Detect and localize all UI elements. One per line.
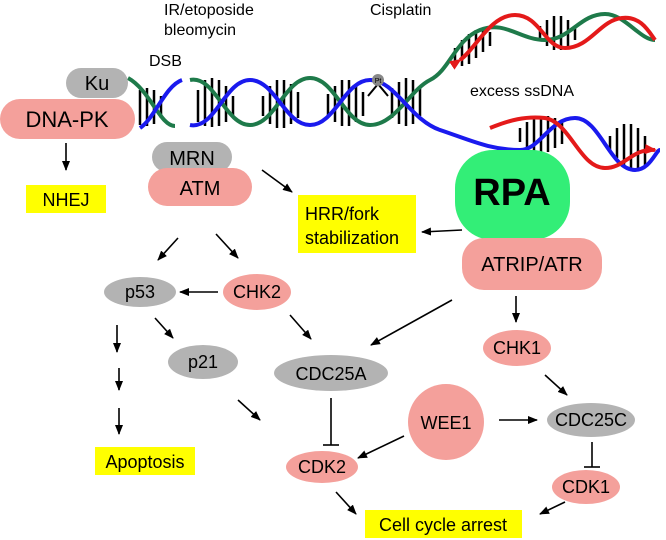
chk2-label: CHK2 (233, 282, 281, 302)
atm-node (148, 168, 252, 206)
arrow-wee1-cdk2 (357, 435, 405, 459)
dna-pk-node (0, 99, 135, 139)
strand-green-main (189, 11, 656, 128)
arrow-atrip-cdc25a (370, 299, 453, 346)
atrip-atr-label: ATRIP/ATR (481, 254, 582, 276)
cdk1-label: CDK1 (562, 477, 610, 497)
strand-green-left (126, 76, 176, 128)
strand-red-bottom (489, 115, 657, 171)
pt-label: Pt (375, 78, 382, 85)
cdk2-node (286, 451, 358, 483)
hrr-label-line1: HRR/fork (305, 204, 380, 224)
arrows (62, 143, 600, 515)
apoptosis-box (95, 447, 195, 475)
cdk2-label: CDK2 (298, 457, 346, 477)
cdc25a-label: CDC25A (295, 364, 366, 384)
arrow-atm-chk2 (215, 233, 239, 259)
rpa-label: RPA (473, 172, 550, 214)
wee1-node (408, 384, 484, 460)
arrow-p53-p21 (154, 317, 174, 339)
p21-node (168, 345, 238, 379)
nhej-label: NHEJ (42, 190, 89, 210)
nhej-box (26, 185, 106, 213)
ku-node (66, 68, 128, 98)
chk2-node (223, 274, 291, 310)
arrow-atm-p53 (157, 237, 179, 261)
arrow-atrip-hrr (421, 227, 463, 236)
arrow-atm-hrr (261, 169, 293, 193)
mrn-node (152, 142, 232, 172)
p21-label: p21 (188, 352, 218, 372)
atm-label: ATM (180, 178, 221, 200)
label-bleomycin: bleomycin (164, 22, 236, 39)
strand-red-top (448, 12, 657, 70)
label-cisplatin: Cisplatin (370, 2, 431, 19)
cell-cycle-arrest-box (365, 510, 522, 538)
strand-blue-left (138, 78, 183, 130)
arrow-chk2-cdc25a (289, 314, 312, 340)
cell-cycle-arrest-label: Cell cycle arrest (379, 515, 507, 535)
chk1-label: CHK1 (493, 338, 541, 358)
arrow-p21-cdk2 (237, 399, 261, 421)
arrow-cdk1-arrest (539, 501, 566, 515)
cdc25a-node (274, 355, 388, 391)
p53-node (104, 277, 176, 307)
hrr-label-line2: stabilization (305, 228, 399, 248)
apoptosis-label: Apoptosis (105, 452, 184, 472)
mrn-label: MRN (169, 148, 215, 170)
cdc25c-node (547, 403, 635, 437)
label-dsb: DSB (149, 53, 182, 70)
arrow-chk1-cdc25c (544, 374, 568, 396)
arrow-cdk2-arrest (335, 491, 357, 515)
label-ir-etoposide: IR/etoposide (164, 2, 254, 19)
cisplatin-adduct (372, 74, 384, 86)
cdk1-node (552, 470, 620, 504)
chk1-node (483, 330, 551, 366)
p53-label: p53 (125, 282, 155, 302)
atrip-atr-node (462, 238, 602, 290)
strand-blue-main (189, 77, 661, 173)
hrr-box (298, 195, 416, 253)
dna-pk-label: DNA-PK (25, 107, 108, 132)
cdc25c-label: CDC25C (555, 410, 627, 430)
label-excess-ssdna: excess ssDNA (470, 83, 574, 100)
rpa-node (455, 150, 570, 240)
wee1-label: WEE1 (420, 413, 471, 433)
dna-helix: Pt (126, 11, 661, 173)
ku-label: Ku (85, 73, 109, 95)
